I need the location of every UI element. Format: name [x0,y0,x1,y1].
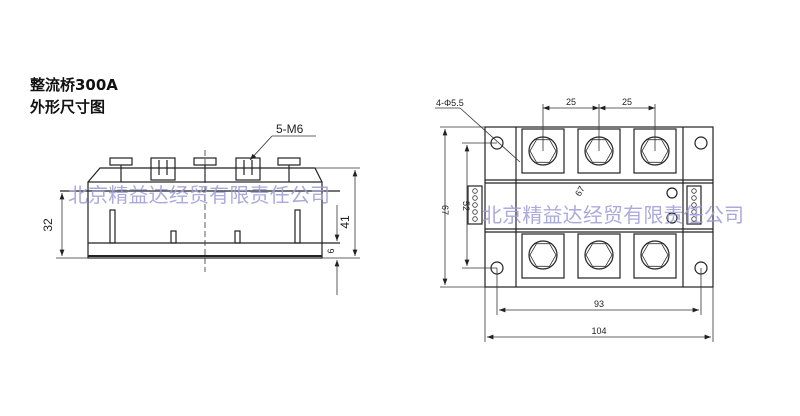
terminal-leader [249,135,273,161]
dim-67-label: 67 [440,205,450,215]
terminal-box [521,233,565,279]
pin [109,209,116,244]
pin [234,230,241,244]
right-connector [686,185,702,225]
dim-52-label: 52 [461,201,471,211]
terminal-screw [109,157,133,182]
pin [170,230,177,244]
connector-pin [472,216,478,222]
top-view: 67 4-Φ5.5 25 25 67 52 93 104 [435,97,714,342]
hex-nut [641,139,669,163]
title-line2: 外形尺寸图 [29,98,105,116]
center-label: 67 [573,184,587,198]
connector-pin [472,209,478,215]
pin [294,209,301,244]
hole-leader [459,107,521,163]
hex-nut [529,243,557,267]
indicator-hole [666,187,678,199]
hex-nut [641,243,669,267]
connector-pin [472,195,478,201]
hex-nut [585,243,613,267]
dim-41-label: 41 [338,215,352,229]
dim-6-label: 6 [326,248,336,253]
dim-25-b-label: 25 [622,97,632,107]
hex-nut [529,139,557,163]
mounting-hole [694,136,708,150]
side-view: 5-M6 32 41 6 [41,122,360,295]
dim-25-a-label: 25 [566,97,576,107]
indicator-hole [666,212,678,224]
title-line1: 整流桥300A [30,76,118,94]
connector-pin [691,188,697,194]
connector-pin [691,202,697,208]
connector-pin [691,195,697,201]
connector-pin [691,209,697,215]
terminal-nut [640,240,670,270]
dim-32-label: 32 [41,218,55,232]
hex-nut [585,139,613,163]
dim-104-label: 104 [591,326,606,336]
terminal-screw [150,157,176,181]
terminal-label: 5-M6 [276,122,304,136]
body-top-outline [87,167,323,183]
terminal-screw [235,157,261,181]
watermark-left: 北京精益达经贸有限责任公司 [68,183,330,207]
dim-93-label: 93 [594,299,604,309]
terminal-box [633,233,677,279]
connector-pin [472,188,478,194]
connector-pin [472,202,478,208]
hole-label: 4-Φ5.5 [436,98,464,108]
connector-pin [691,216,697,222]
terminal-screw [277,157,301,182]
watermark-right: 北京精益达经贸有限责任公司 [482,203,744,227]
terminal-nut [584,240,614,270]
terminal-box [577,233,621,279]
terminal-nut [528,240,558,270]
